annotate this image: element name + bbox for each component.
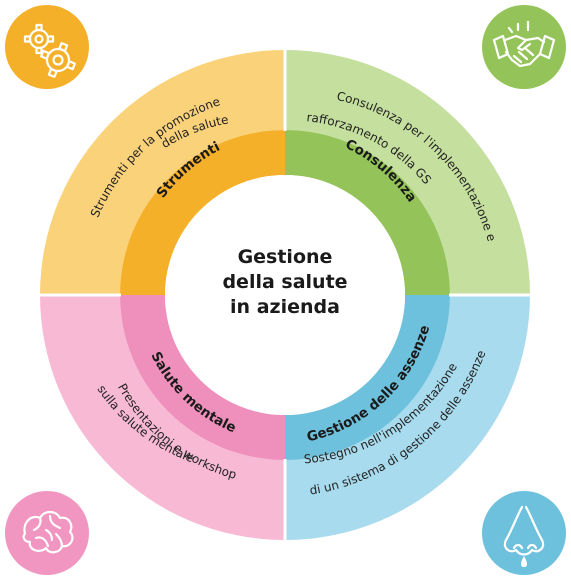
inner-ring [120,130,450,460]
ring-separators [40,50,530,540]
outer-ring [40,50,530,540]
center-circle [165,175,405,415]
outer-segment-strumenti [40,50,285,295]
outer-segment-consulenza [285,50,530,295]
center-title-line3: in azienda [230,296,340,318]
gears-icon [5,5,89,89]
center-title-line2: della salute [222,271,348,293]
outer-segment-mentale [40,295,285,540]
outer-segment-assenze [285,295,530,540]
center-title: Gestione della salute in azienda [185,245,385,320]
center-title-line1: Gestione [237,246,333,268]
brain-icon [5,491,89,575]
inner-segment-mentale [120,295,285,460]
handshake-icon [482,5,566,89]
inner-segment-consulenza [285,130,450,295]
inner-segment-assenze [285,295,450,460]
inner-segment-strumenti [120,130,285,295]
nose-icon [482,491,566,575]
